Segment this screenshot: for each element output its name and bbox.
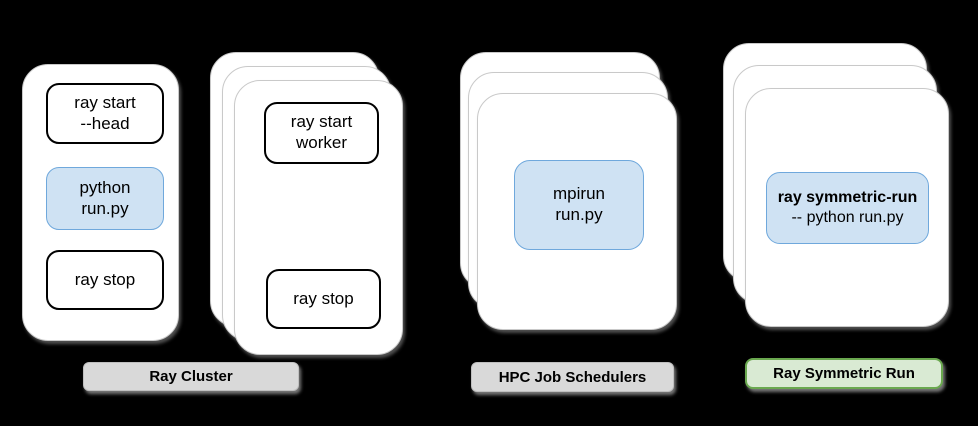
symmetric-run-args-text: -- python run.py (791, 209, 904, 226)
head-node-card: ray start --head python run.py ray stop (22, 64, 179, 341)
command-box-ray-stop-worker: ray stop (266, 269, 381, 329)
command-box-ray-stop-head: ray stop (46, 250, 164, 310)
symmetric-run-command-text: ray symmetric-run (777, 189, 918, 207)
label-ray-symmetric-run: Ray Symmetric Run (745, 358, 943, 389)
label-ray-cluster: Ray Cluster (83, 362, 299, 391)
command-box-ray-start-head: ray start --head (46, 83, 164, 144)
symmetric-card-front: ray symmetric-run -- python run.py (745, 88, 949, 327)
hpc-card-front: mpirun run.py (477, 93, 677, 330)
command-box-mpirun: mpirun run.py (514, 160, 644, 250)
command-box-symmetric-run: ray symmetric-run -- python run.py (766, 172, 929, 244)
command-box-python-run: python run.py (46, 167, 164, 230)
worker-card-front: ray start worker ray stop (234, 80, 403, 355)
label-hpc-job-schedulers: HPC Job Schedulers (471, 362, 674, 392)
command-box-ray-start-worker: ray start worker (264, 102, 379, 164)
